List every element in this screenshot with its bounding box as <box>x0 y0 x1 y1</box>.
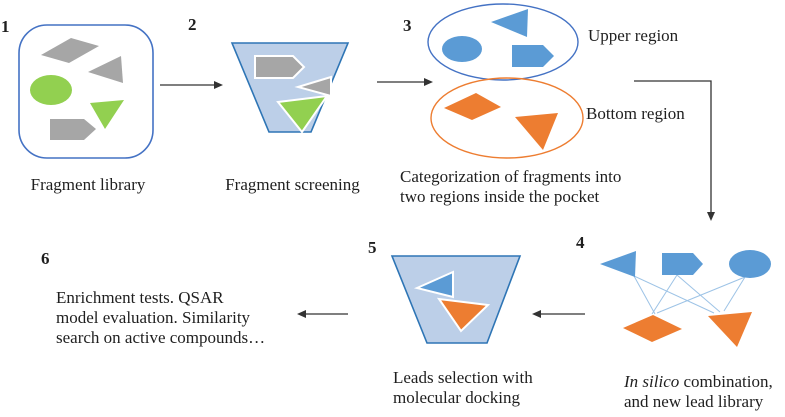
blue-pentagon-icon <box>662 253 703 275</box>
blue-left-triangle-icon <box>600 251 636 277</box>
leads-selection-caption-line2: molecular docking <box>393 388 520 407</box>
combination-connector-line <box>633 275 656 315</box>
funnel-icon <box>390 255 522 344</box>
fragment-library-group <box>18 24 154 159</box>
orange-diamond-icon <box>444 93 501 120</box>
blue-ellipse-icon <box>442 36 482 62</box>
arrow-1-2-head <box>214 81 223 89</box>
gray-parallelogram-icon <box>41 38 99 63</box>
arrow-5-to-6 <box>297 310 348 318</box>
in-silico-caption: In silico combination, and new lead libr… <box>624 372 773 412</box>
in-silico-caption-line2: and new lead library <box>624 392 764 411</box>
orange-triangle-icon <box>708 312 752 347</box>
in-silico-combination-group <box>600 250 771 347</box>
arrow-4-to-5 <box>532 310 585 318</box>
bottom-region-label: Bottom region <box>586 104 685 123</box>
in-silico-rest: combination, <box>679 372 773 391</box>
arrow-1-to-2 <box>160 81 223 89</box>
in-silico-caption-line1: In silico combination, <box>624 372 773 392</box>
gray-left-triangle-icon <box>88 56 123 83</box>
leads-selection-funnel-group <box>390 255 522 344</box>
gray-left-triangle-icon <box>294 75 332 98</box>
categorization-caption-line2: two regions inside the pocket <box>400 187 600 206</box>
arrow-5-6-head <box>297 310 306 318</box>
upper-region-label: Upper region <box>588 26 679 45</box>
fragment-screening-caption: Fragment screening <box>225 175 360 194</box>
step-number-5: 5 <box>368 238 377 257</box>
bottom-region-ellipse <box>430 77 584 159</box>
upper-region-ellipse <box>427 3 579 81</box>
combination-connector-line <box>656 276 746 314</box>
gray-pentagon-icon <box>50 119 96 140</box>
step-number-3: 3 <box>403 16 412 35</box>
step-number-1: 1 <box>1 17 10 36</box>
arrow-2-3-head <box>424 78 433 86</box>
arrow-4-5-head <box>532 310 541 318</box>
orange-diamond-icon <box>623 315 682 342</box>
step-number-6: 6 <box>41 249 50 268</box>
fragment-library-caption: Fragment library <box>30 175 146 194</box>
in-silico-italic: In silico <box>624 372 680 391</box>
combination-connector-line <box>633 275 715 314</box>
enrichment-caption-line1: Enrichment tests. QSAR <box>56 288 224 307</box>
step-number-2: 2 <box>188 15 197 34</box>
orange-triangle-icon <box>515 113 558 150</box>
blue-left-triangle-icon <box>413 270 454 299</box>
blue-pentagon-icon <box>512 45 554 67</box>
arrow-3-4-head <box>707 212 715 221</box>
enrichment-caption-line2: model evaluation. Similarity <box>56 308 251 327</box>
enrichment-caption: Enrichment tests. QSAR model evaluation.… <box>56 288 265 348</box>
green-triangle-icon <box>276 94 330 134</box>
enrichment-caption-line3: search on active compounds… <box>56 328 266 347</box>
arrow-3-4-elbow <box>634 80 712 212</box>
step-number-4: 4 <box>576 233 585 252</box>
categorization-caption: Categorization of fragments into two reg… <box>400 167 621 207</box>
pocket-regions-group <box>427 3 584 159</box>
combination-connector-line <box>676 274 721 313</box>
combination-connector-line <box>651 274 678 315</box>
arrow-3-to-4 <box>634 80 715 221</box>
arrow-2-to-3 <box>377 78 433 86</box>
blue-left-triangle-icon <box>491 9 528 37</box>
green-ellipse-icon <box>30 75 72 105</box>
fragment-screening-funnel-group <box>230 42 350 134</box>
green-triangle-icon <box>90 100 124 129</box>
leads-selection-caption: Leads selection with molecular docking <box>393 368 533 408</box>
leads-selection-caption-line1: Leads selection with <box>393 368 533 387</box>
blue-ellipse-icon <box>729 250 771 278</box>
gray-pentagon-icon <box>254 55 306 79</box>
combination-connector-line <box>723 276 746 312</box>
categorization-caption-line1: Categorization of fragments into <box>400 167 622 186</box>
orange-triangle-icon <box>436 297 491 333</box>
